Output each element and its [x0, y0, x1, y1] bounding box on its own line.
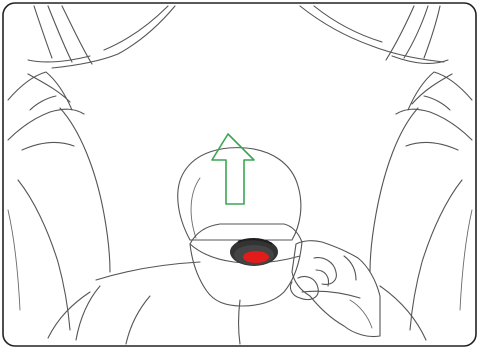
- release-button: [230, 238, 278, 266]
- frame-border: [3, 3, 476, 346]
